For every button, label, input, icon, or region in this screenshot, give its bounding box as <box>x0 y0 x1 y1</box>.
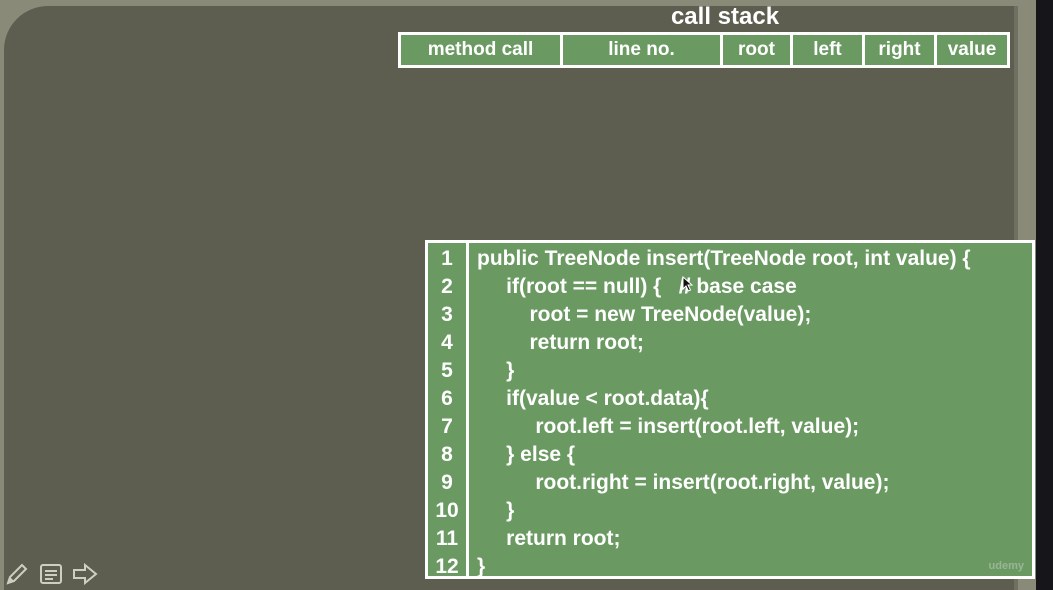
code-line: } <box>477 499 515 522</box>
slide-title: call stack <box>670 3 780 30</box>
line-number: 12 <box>435 555 459 578</box>
code-line: public TreeNode insert(TreeNode root, in… <box>477 247 971 270</box>
next-arrow-icon[interactable] <box>72 561 98 587</box>
column-header-line-no: line no. <box>563 35 723 65</box>
notes-icon[interactable] <box>38 561 64 587</box>
call-stack-table: method call line no. root left right val… <box>398 32 1010 68</box>
column-header-value: value <box>947 39 997 60</box>
line-number: 2 <box>441 275 453 298</box>
line-number: 6 <box>441 387 453 410</box>
code-line: root.right = insert(root.right, value); <box>477 471 890 494</box>
line-number-gutter: 1 2 3 4 5 6 7 8 9 10 11 12 <box>428 243 469 578</box>
mouse-cursor-icon <box>682 276 694 292</box>
code-line: if(value < root.data){ <box>477 387 709 410</box>
line-number: 3 <box>441 303 453 326</box>
presentation-toolbar <box>4 561 98 587</box>
line-number: 10 <box>435 499 459 522</box>
code-text: public TreeNode insert(TreeNode root, in… <box>469 243 1032 578</box>
code-line: } <box>477 359 515 382</box>
line-number: 9 <box>441 471 453 494</box>
watermark-logo: udemy <box>988 560 1024 572</box>
column-header-right: right <box>865 35 937 65</box>
line-number: 11 <box>435 527 459 550</box>
column-header-left: left <box>793 35 865 65</box>
code-line: return root; <box>477 331 644 354</box>
line-number: 7 <box>441 415 453 438</box>
line-number: 4 <box>441 331 453 354</box>
code-line: } <box>477 555 486 578</box>
line-number: 5 <box>441 359 453 382</box>
code-line: root.left = insert(root.left, value); <box>477 415 860 438</box>
code-listing: 1 2 3 4 5 6 7 8 9 10 11 12 public TreeNo… <box>425 240 1035 579</box>
code-line: return root; <box>477 527 621 550</box>
pencil-icon[interactable] <box>4 561 30 587</box>
line-number: 8 <box>441 443 453 466</box>
line-number: 1 <box>441 247 453 270</box>
code-line: root = new TreeNode(value); <box>477 303 812 326</box>
code-line: if(root == null) { // base case <box>477 275 797 298</box>
column-header-method-call: method call <box>401 35 563 65</box>
column-header-root: root <box>723 35 793 65</box>
code-line: } else { <box>477 443 576 466</box>
